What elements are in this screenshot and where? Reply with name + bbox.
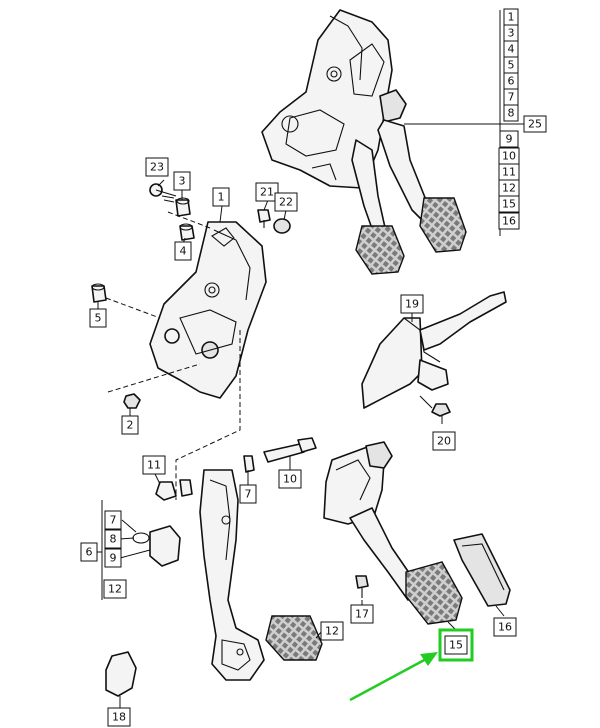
svg-text:15: 15 — [502, 198, 516, 211]
callout-8-group: 8 — [104, 529, 122, 549]
svg-text:12: 12 — [502, 182, 516, 195]
callout-15-highlighted: 15 — [438, 628, 474, 662]
callout-3-left: 3 — [173, 171, 191, 191]
svg-text:11: 11 — [147, 459, 161, 472]
callout-5-left: 5 — [89, 308, 107, 328]
callout-3-top: 3 — [503, 24, 519, 42]
svg-text:10: 10 — [502, 150, 516, 163]
pedal-15-assembly — [323, 441, 511, 625]
callout-22: 22 — [274, 192, 298, 212]
svg-text:16: 16 — [502, 215, 516, 228]
callout-21: 21 — [255, 182, 279, 202]
callout-18: 18 — [107, 707, 131, 727]
pedal-cap-18 — [105, 651, 137, 712]
svg-text:23: 23 — [150, 161, 164, 174]
svg-text:19: 19 — [405, 298, 419, 311]
svg-text:10: 10 — [283, 473, 297, 486]
svg-text:9: 9 — [506, 133, 513, 146]
callout-4-top: 4 — [503, 40, 519, 58]
callout-2: 2 — [121, 415, 139, 435]
bracket-assembly — [149, 221, 267, 399]
pedal-box-assembly — [261, 9, 467, 275]
callout-17: 17 — [350, 604, 374, 624]
bracket-dashed-guides — [105, 211, 241, 500]
svg-text:7: 7 — [508, 91, 515, 104]
svg-text:25: 25 — [528, 118, 542, 131]
callout-5-top: 5 — [503, 56, 519, 74]
svg-text:5: 5 — [508, 59, 515, 72]
callout-12-pad: 12 — [320, 621, 344, 641]
callout-16-low: 16 — [493, 617, 517, 637]
callout-25: 25 — [523, 115, 547, 133]
svg-text:18: 18 — [112, 711, 126, 724]
svg-text:8: 8 — [110, 533, 117, 546]
clip-bracket — [361, 291, 507, 409]
callout-23: 23 — [145, 157, 169, 177]
svg-text:17: 17 — [355, 608, 369, 621]
lower-pedal-assembly — [132, 437, 323, 681]
callout-7-low: 7 — [239, 484, 257, 504]
callout-labels: 1 3 4 5 6 7 8 25 9 10 11 12 15 16 23 3 1… — [80, 8, 547, 727]
callout-15-top: 15 — [498, 195, 520, 213]
svg-text:2: 2 — [127, 419, 134, 432]
callout-1-left: 1 — [212, 187, 230, 207]
svg-text:12: 12 — [325, 625, 339, 638]
svg-text:8: 8 — [508, 107, 515, 120]
svg-text:20: 20 — [437, 435, 451, 448]
svg-text:6: 6 — [86, 546, 93, 559]
svg-text:1: 1 — [218, 191, 225, 204]
callout-4-left: 4 — [174, 241, 192, 261]
small-hardware-left — [91, 183, 291, 409]
svg-text:7: 7 — [110, 514, 117, 527]
svg-text:7: 7 — [245, 488, 252, 501]
callout-10-top: 10 — [498, 147, 520, 165]
svg-text:9: 9 — [110, 552, 117, 565]
svg-text:3: 3 — [179, 175, 186, 188]
svg-text:16: 16 — [498, 621, 512, 634]
callout-11-top: 11 — [498, 163, 520, 181]
svg-text:5: 5 — [95, 312, 102, 325]
callout-7-group: 7 — [104, 510, 122, 530]
callout-19: 19 — [400, 294, 424, 314]
svg-text:11: 11 — [502, 166, 516, 179]
callout-12-top: 12 — [498, 179, 520, 197]
svg-text:1: 1 — [508, 11, 515, 24]
svg-text:15: 15 — [449, 639, 463, 652]
callout-20: 20 — [432, 431, 456, 451]
svg-text:22: 22 — [279, 196, 293, 209]
svg-text:21: 21 — [260, 186, 274, 199]
callout-9-top: 9 — [499, 130, 519, 148]
callout-16-top: 16 — [498, 212, 520, 230]
highlight-arrow — [349, 652, 438, 702]
svg-text:4: 4 — [180, 245, 187, 258]
callout-12-group: 12 — [103, 579, 127, 599]
bolt-20 — [419, 395, 451, 417]
svg-text:6: 6 — [508, 75, 515, 88]
callout-8-top: 8 — [503, 104, 519, 122]
svg-text:4: 4 — [508, 43, 515, 56]
callout-10-low: 10 — [278, 469, 302, 489]
callout-9-group: 9 — [104, 548, 122, 568]
callout-6-group: 6 — [80, 542, 98, 562]
callout-6-top: 6 — [503, 72, 519, 90]
callout-1-top: 1 — [503, 8, 519, 26]
callout-7-top: 7 — [503, 88, 519, 106]
callout-11-low: 11 — [142, 455, 166, 475]
svg-text:3: 3 — [508, 27, 515, 40]
svg-text:12: 12 — [108, 583, 122, 596]
